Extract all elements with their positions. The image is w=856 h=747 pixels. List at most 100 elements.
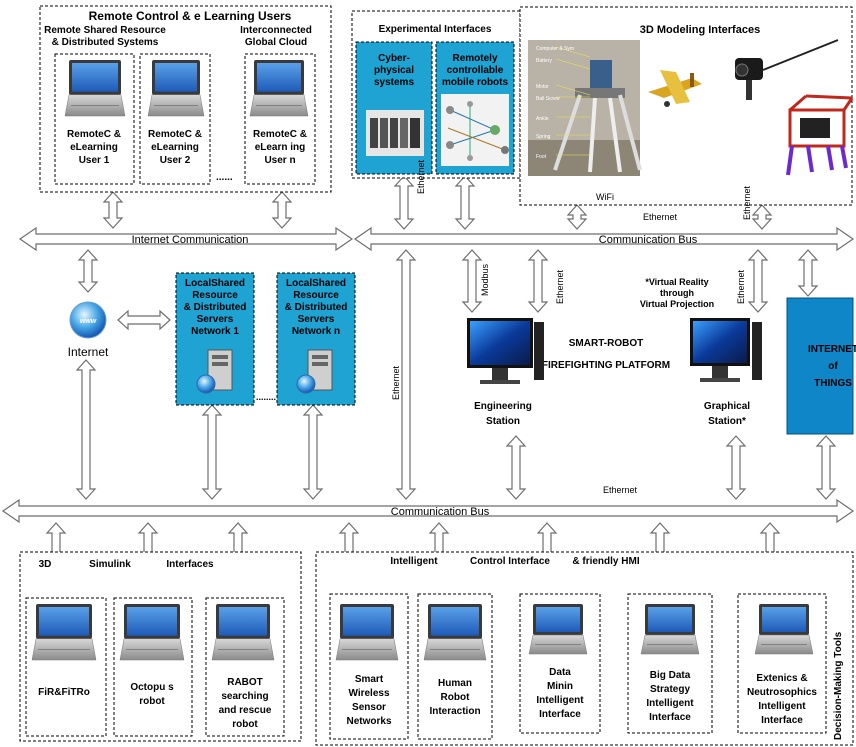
hexapod-part-label: Motor [536, 84, 549, 90]
arrow-iot-bottombus [815, 435, 837, 500]
engineering-station-2: Station [486, 416, 520, 427]
internet-globe: www Internet [68, 301, 109, 359]
remote-users-sub-right-2: Global Cloud [245, 37, 307, 48]
hexapod-part-label: Ball Screw [536, 96, 560, 102]
remote-users-group: Remote Control & e Learning Users Remote… [39, 5, 332, 193]
cyber-l1: Cyber- [378, 53, 410, 64]
remote-user-n-l3: User n [264, 155, 295, 166]
remote-user-n-l1: RemoteC & [253, 129, 307, 140]
ethernet-label-vertical: Ethernet [391, 365, 401, 400]
laptop-icon [64, 60, 126, 117]
server1-l2: Resource [192, 290, 238, 301]
engineering-monitor [467, 318, 544, 384]
intel-4-l1: Big Data [650, 670, 691, 681]
communication-bus-top: Communication Bus [353, 226, 855, 252]
remote-user-2-l1: RemoteC & [148, 129, 202, 140]
laptop-icon [754, 604, 814, 655]
internet-communication-bus: Internet Communication [18, 226, 354, 252]
remote-user-2-l2: eLearning [151, 142, 199, 153]
simulink-header-2: Simulink [89, 559, 131, 570]
server-icon [296, 349, 333, 394]
intel-1-l4: Networks [346, 716, 391, 727]
intel-2-l3: Interaction [429, 706, 480, 717]
sim-item-2-l2: robot [139, 696, 165, 707]
plc-device-image [366, 110, 424, 156]
engineering-station-1: Engineering [474, 401, 532, 412]
ethernet-label-top-bus: Ethernet [643, 212, 678, 222]
intel-header-2: Control Interface [470, 556, 550, 567]
arrow-modeling-bus-1 [566, 204, 588, 230]
laptop-icon [528, 604, 588, 655]
iot-l1: INTERNET [808, 344, 856, 355]
arrow-topbus-bottombus [395, 249, 417, 500]
intel-2-l1: Human [438, 678, 472, 689]
intel-5-l3: Intelligent [758, 701, 806, 712]
communication-bus-bottom-label: Communication Bus [391, 506, 490, 518]
communication-bus-bottom: Communication Bus [1, 498, 855, 524]
remote-user-1-l3: User 1 [79, 155, 110, 166]
arrow-topbus-eng-ethernet [527, 249, 549, 313]
arrow-topbus-iot [797, 249, 819, 297]
remote-users-sub-left-2: & Distributed Systems [52, 37, 159, 48]
sim-item-3-l3: and rescue [219, 705, 272, 716]
robot-network-image [441, 94, 509, 166]
arrow-topbus-graphical [747, 249, 769, 313]
globe-text: www [80, 318, 97, 325]
iot-box [786, 297, 854, 435]
cyber-l2: physical [374, 65, 414, 76]
intel-3-l4: Interface [539, 709, 581, 720]
hexapod-part-label: Foot [536, 154, 547, 160]
ethernet-label-eng: Ethernet [555, 269, 565, 304]
cyber-l3: systems [374, 77, 414, 88]
arrow-graphical-bottombus [725, 435, 747, 500]
decision-tools-label: Decision-Making Tools [833, 631, 844, 740]
experimental-group: Experimental Interfaces Cyber- physical … [351, 10, 521, 179]
remote-users-title: Remote Control & e Learning Users [89, 9, 292, 23]
mobile-l3: mobile robots [442, 77, 509, 88]
experimental-title: Experimental Interfaces [379, 24, 492, 35]
servern-l4: Servers [298, 314, 335, 325]
sim-item-1-l1: FiR&FiTRo [38, 687, 90, 698]
intel-5-l4: Interface [761, 715, 803, 726]
graphical-station-2: Station* [708, 416, 746, 427]
arrow-usern-bus [271, 191, 293, 229]
iot-l2: of [828, 361, 838, 372]
remote-users-sub-right-1: Interconnected [240, 25, 312, 36]
intel-2-l2: Robot [441, 692, 471, 703]
platform-title-1: SMART-ROBOT [569, 338, 643, 349]
ethernet-label-cyber: Ethernet [416, 159, 426, 194]
sim-item-3-l1: RABOT [227, 677, 263, 688]
laptop-icon [249, 60, 309, 117]
ethernet-label-bottom-bus: Ethernet [603, 485, 638, 495]
intel-4-l4: Interface [649, 712, 691, 723]
servern-l3: & Distributed [285, 302, 348, 313]
servern-l1: LocalShared [286, 278, 346, 289]
server1-l3: & Distributed [184, 302, 247, 313]
intel-3-l1: Data [549, 667, 571, 678]
local-servers-group: LocalShared Resource & Distributed Serve… [175, 272, 356, 406]
arrow-topbus-eng-modbus [461, 249, 483, 313]
server-icon [196, 349, 233, 394]
hexapod-part-label: Computer & Sym [536, 46, 574, 52]
hexapod-part-label: Ankle [536, 116, 549, 122]
modbus-label: Modbus [480, 263, 490, 296]
intel-3-l3: Intelligent [536, 695, 584, 706]
communication-bus-top-label: Communication Bus [599, 234, 698, 246]
remote-user-n-l2: eLearn ing [255, 142, 306, 153]
intel-3-l2: Minin [547, 681, 573, 692]
ethernet-label-modeling: Ethernet [742, 185, 752, 220]
hexapod-part-label: Battery [536, 58, 552, 64]
vr-note-3: Virtual Projection [640, 299, 714, 309]
remote-users-ellipsis: ...... [216, 172, 233, 183]
intel-5-l1: Extenics & [756, 673, 807, 684]
vr-note-1: *Virtual Reality [645, 277, 708, 287]
server1-l1: LocalShared [185, 278, 245, 289]
arrow-bus-internet [77, 249, 99, 293]
wifi-label: WiFi [596, 192, 614, 202]
hexapod-robot-image [528, 40, 642, 176]
sim-item-2-l1: Octopu s [130, 682, 174, 693]
platform-title-2: FIREFIGHTING PLATFORM [542, 360, 670, 371]
laptop-icon [211, 604, 275, 661]
